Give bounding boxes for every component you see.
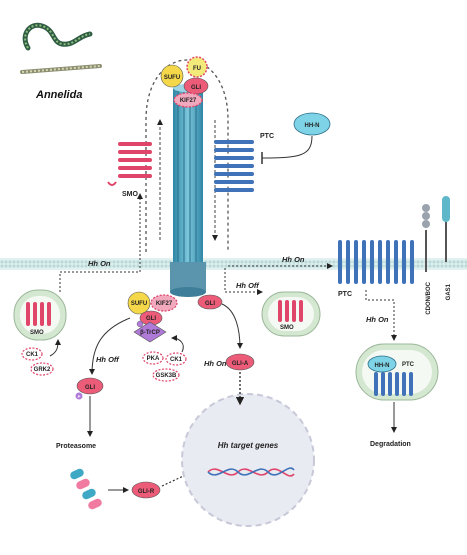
gsk3b-label: GSK3B <box>156 373 177 379</box>
gli-phosphorylated <box>76 377 104 395</box>
hh-off-label-left: Hh Off <box>96 355 120 364</box>
gli-a-activator <box>225 353 255 371</box>
ptc-endocytosis-arrow <box>365 290 397 341</box>
smo-vesicle-right: SMO <box>261 291 321 337</box>
cdon-boc-label: CDON/BOC <box>426 281 432 314</box>
phylum-title: Annelida <box>35 89 82 101</box>
kinase-to-complex-arrow <box>171 335 184 353</box>
tip-complex: SUFU FU GLI KIF27 <box>160 56 209 108</box>
ptc-label-endosome: PTC <box>402 362 415 368</box>
hh-on-label-left: Hh On <box>88 259 111 268</box>
base-complex: SUFU KIF27 GLI β-TrCP <box>127 291 178 343</box>
smo-vesicle-left: SMO <box>13 289 67 341</box>
gli-label-tip: GLI <box>191 85 201 91</box>
plasma-membrane <box>0 258 467 270</box>
ck1-label-base: CK1 <box>170 357 183 363</box>
ptc-ciliary: PTC <box>214 133 274 192</box>
hh-n-label-endosome: HH-N <box>375 363 390 369</box>
sufu-label-tip: SUFU <box>164 75 180 81</box>
gli-label-free: GLI <box>205 301 215 307</box>
gli-r-to-genes-arrow <box>161 471 194 487</box>
kif27-label-tip: KIF27 <box>180 98 197 104</box>
worm-illustration <box>20 22 102 74</box>
smo-ciliary: SMO <box>107 142 152 198</box>
cilium-outline <box>145 59 229 252</box>
ptc-label-membrane: PTC <box>338 291 352 298</box>
hh-n-ligand <box>293 112 331 136</box>
degradation-label: Degradation <box>370 441 411 448</box>
cdon-boc <box>422 204 430 272</box>
hh-n-label: HH-N <box>305 123 320 129</box>
ptc-membrane <box>338 240 414 284</box>
smo-label-vesicle: SMO <box>30 330 44 336</box>
fu-label-tip: FU <box>193 66 201 72</box>
gli-r-label: GLI-R <box>138 489 155 495</box>
hh-off-smo-arrow <box>224 268 263 295</box>
gas1-label: GAS1 <box>446 283 452 300</box>
smo-label-cilium: SMO <box>122 191 139 198</box>
hh-on-label-right: Hh On <box>282 255 305 264</box>
ptc-hh-n-endosome: HH-N PTC <box>355 343 439 401</box>
ck1-grk2-kinases: CK1 GRK2 <box>21 347 54 376</box>
ck1-label-left: CK1 <box>26 352 39 358</box>
gli-activation-arrow <box>221 303 243 349</box>
ptc-label-cilium: PTC <box>260 133 274 140</box>
pka-label: PKA <box>147 356 160 362</box>
nucleus <box>181 393 315 527</box>
axoneme <box>170 84 206 297</box>
hh-on-label-center: Hh On <box>204 359 227 368</box>
smo-label-vesicle-right: SMO <box>280 325 294 331</box>
hh-on-label-endocytosis: Hh On <box>366 315 389 324</box>
hh-n-inhibition-arrow <box>261 135 313 159</box>
gli-a-label: GLI-A <box>232 361 249 367</box>
hh-off-label-center: Hh Off <box>236 281 260 290</box>
hh-off-processing-arrow <box>89 317 131 375</box>
proteasome-label: Proteasome <box>56 443 96 450</box>
grk2-label: GRK2 <box>34 367 51 373</box>
phosphate-label: P <box>78 394 81 399</box>
gli-label-base: GLI <box>146 316 156 322</box>
target-genes-label: Hh target genes <box>218 441 279 450</box>
sufu-label-base: SUFU <box>131 301 147 307</box>
gli-free <box>197 294 223 310</box>
gas1 <box>442 196 450 262</box>
gli-r-repressor <box>131 481 161 499</box>
smo-trafficking-arrow <box>59 193 143 292</box>
phosphate-icon <box>75 392 83 400</box>
pka-ck1-gsk3b: PKA CK1 GSK3B <box>142 351 187 382</box>
dna-helix-icon <box>207 467 295 477</box>
proteasome-icon <box>70 468 102 510</box>
gli-label-phos: GLI <box>85 385 95 391</box>
kinase-activation-arrow <box>49 339 61 357</box>
kif27-label-base: KIF27 <box>156 301 173 307</box>
btrcp-label: β-TrCP <box>140 330 160 336</box>
